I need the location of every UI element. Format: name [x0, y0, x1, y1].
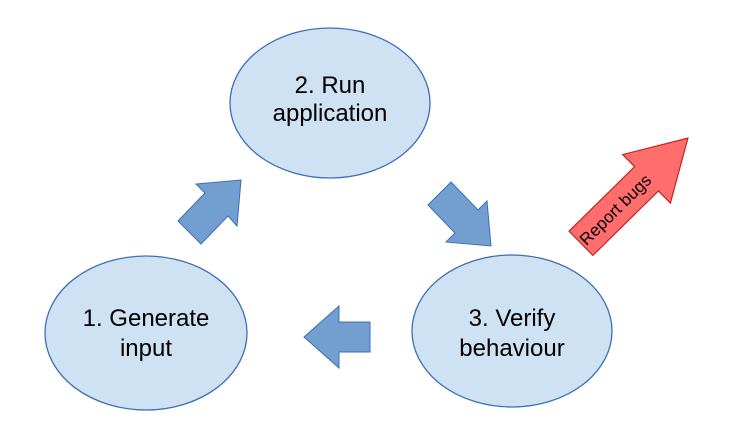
- node-verify-ellipse: [411, 254, 613, 408]
- node-run-ellipse: [229, 27, 431, 179]
- node-verify-label-line2: behaviour: [459, 335, 564, 362]
- node-generate-label-line1: 1. Generate: [83, 305, 210, 332]
- node-run-application: 2. Run application: [229, 27, 431, 179]
- node-run-label-line2: application: [273, 100, 388, 127]
- arrow-generate-to-run: [177, 179, 242, 245]
- node-generate-label-line2: input: [120, 335, 172, 362]
- report-bugs-arrow-shape: [568, 137, 689, 257]
- node-generate-ellipse: [44, 255, 248, 411]
- node-verify-behaviour: 3. Verify behaviour: [411, 254, 613, 408]
- arrow-verify-to-generate: [303, 304, 371, 370]
- arrow-run-to-verify: [427, 181, 492, 247]
- node-verify-label-line1: 3. Verify: [469, 305, 556, 332]
- report-bugs-label: Report bugs: [576, 171, 655, 249]
- node-generate-input: 1. Generate input: [44, 255, 248, 411]
- report-bugs-arrow: Report bugs: [568, 137, 689, 257]
- node-run-label-line1: 2. Run: [295, 72, 366, 99]
